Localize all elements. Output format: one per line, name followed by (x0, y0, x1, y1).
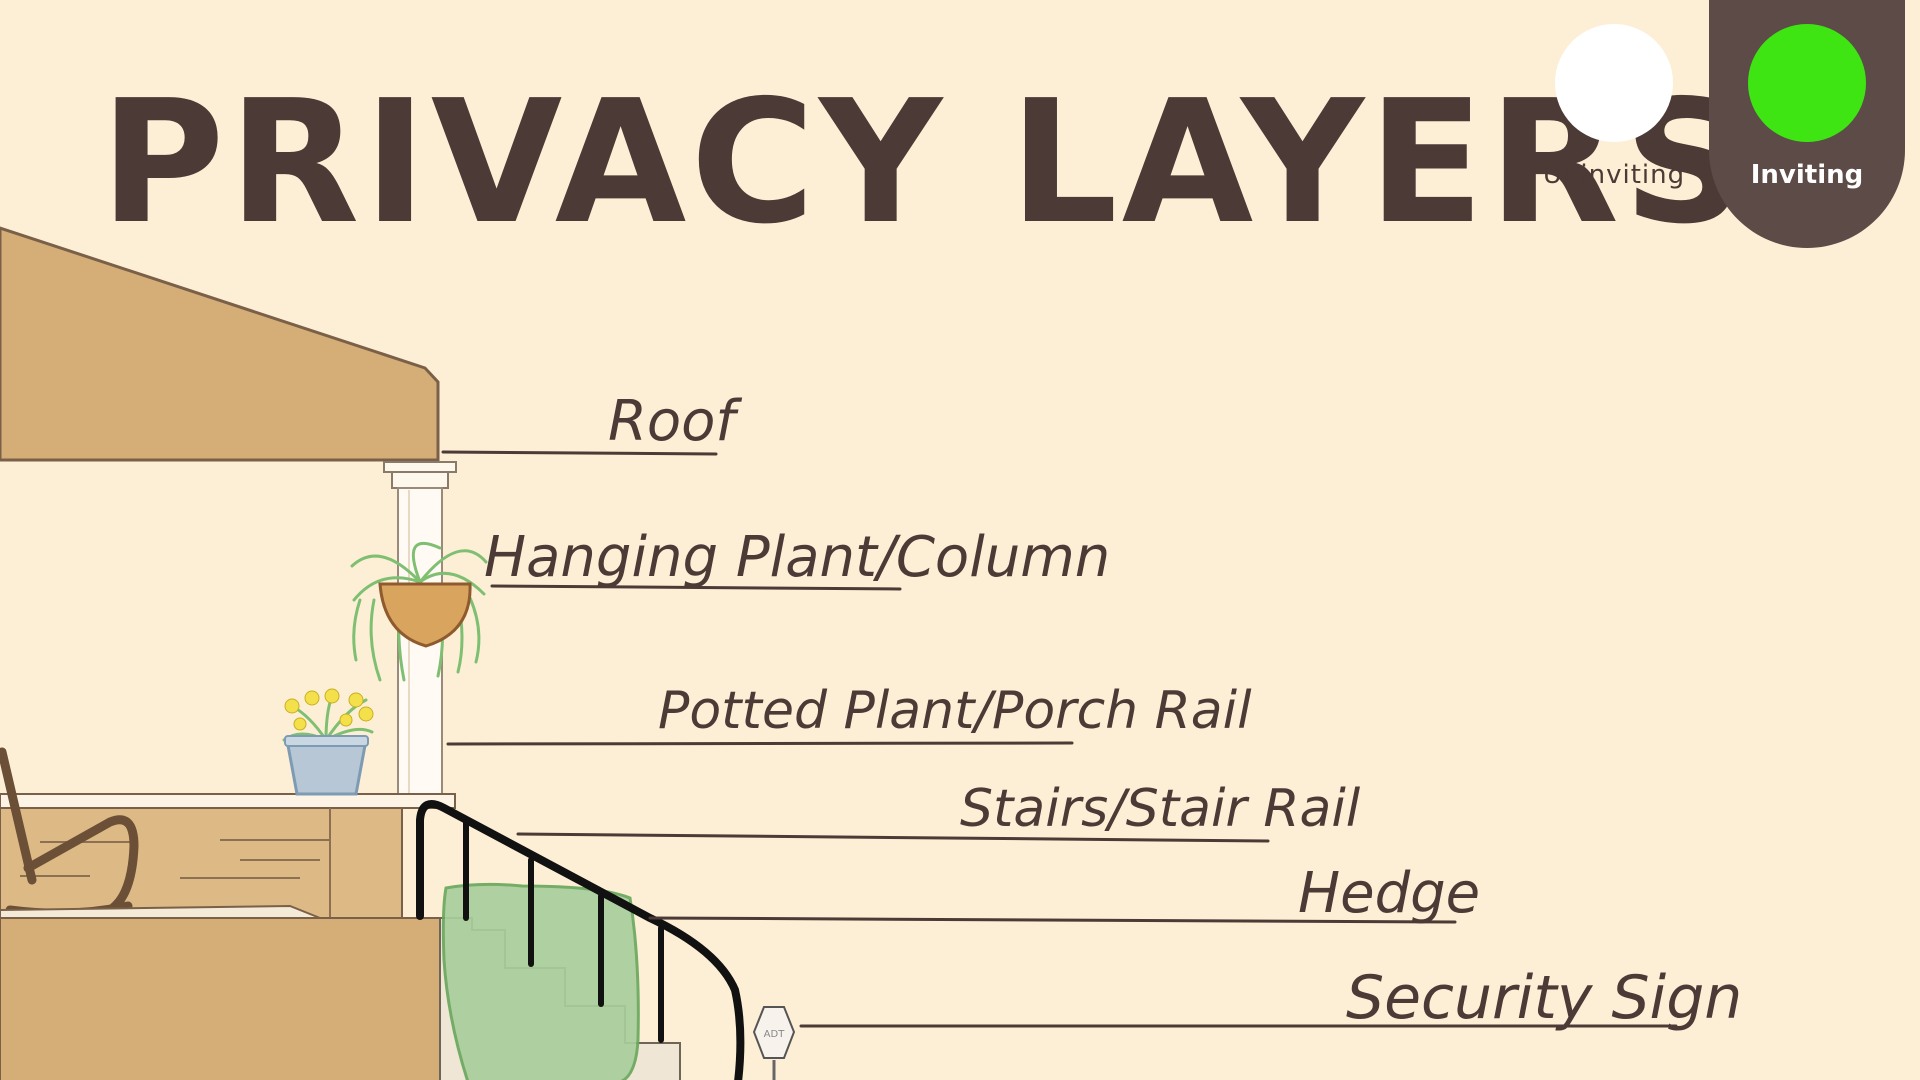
roof-leader-line (441, 450, 718, 456)
security-sign: ADT (752, 1006, 796, 1080)
page-title: PRIVACY LAYERS (100, 64, 1750, 262)
legend-inviting[interactable]: Inviting (1709, 0, 1905, 248)
hedge-leader-line (648, 916, 1457, 924)
uninviting-dot-icon (1555, 24, 1673, 142)
hedge (441, 882, 640, 1080)
security-sign-text: ADT (764, 1029, 786, 1040)
potted-plant (282, 688, 374, 796)
legend-uninviting[interactable]: Uninviting (1540, 24, 1688, 190)
hanging-plant (350, 541, 488, 682)
leader-lines (441, 450, 1678, 1028)
potted-plant-leader-line (446, 741, 1074, 746)
potted-plant-callout-label: Potted Plant/Porch Rail (658, 681, 1252, 741)
roof-shape (0, 226, 440, 462)
security-sign-callout-label: Security Sign (1346, 963, 1742, 1033)
roof-callout-label: Roof (608, 389, 742, 454)
inviting-dot-icon (1748, 24, 1866, 142)
legend-uninviting-label: Uninviting (1542, 160, 1686, 190)
hedge-callout-label: Hedge (1298, 861, 1480, 926)
stairs-leader-line (516, 832, 1270, 843)
legend-inviting-label: Inviting (1750, 160, 1864, 190)
hanging-plant-leader-line (490, 584, 902, 591)
stair-rail (416, 800, 745, 1080)
porch-rail (0, 793, 456, 919)
stairs-callout-label: Stairs/Stair Rail (960, 779, 1361, 839)
porch-foundation (0, 904, 441, 1080)
hanging-plant-callout-label: Hanging Plant/Column (484, 525, 1110, 590)
